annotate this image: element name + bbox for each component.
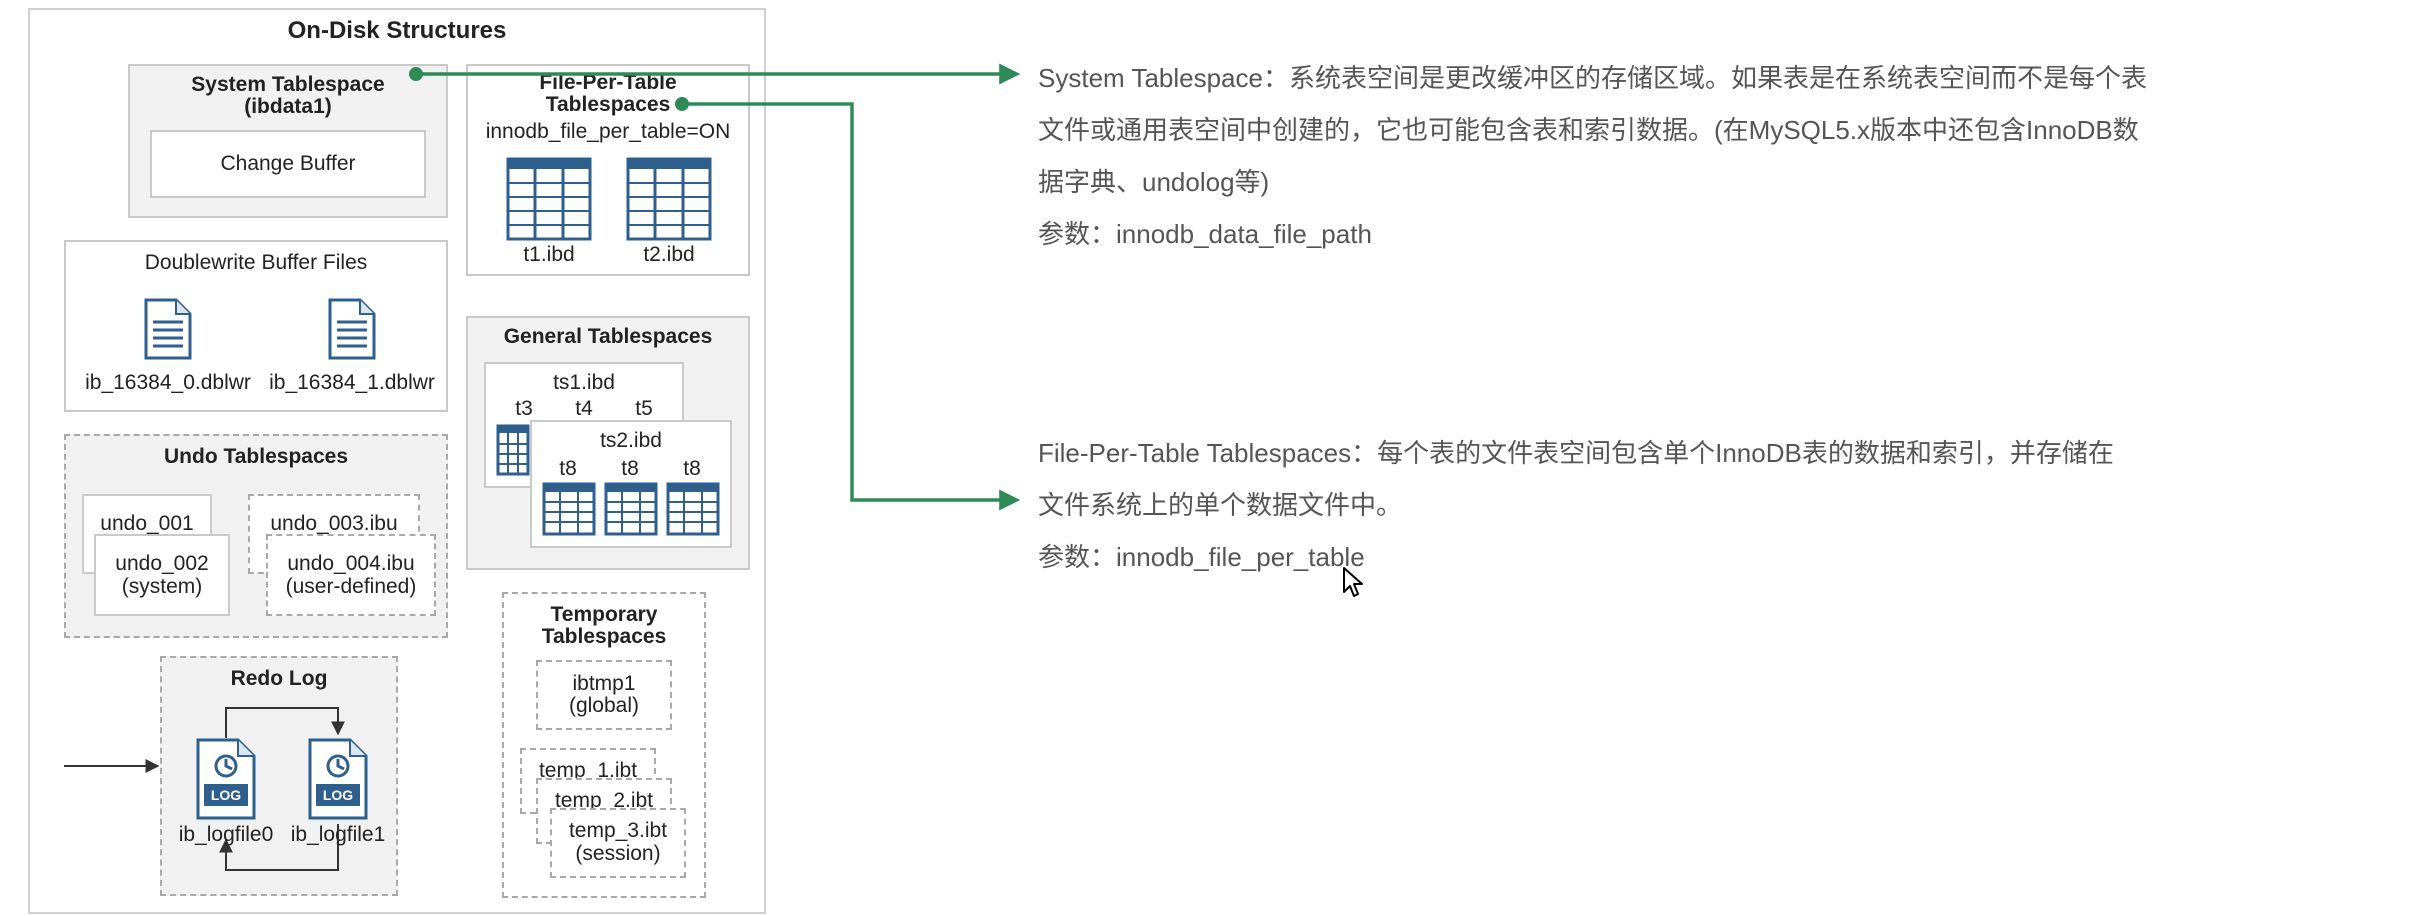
ibtmp1-box [536,660,672,730]
undo-002-label: undo_002 [115,552,209,575]
log-icon-1: LOG [308,738,368,820]
file-per-table-connector [682,102,1021,511]
file-per-table-connector-dot [675,97,689,111]
file-per-table-title-line2: Tablespaces [545,93,671,116]
ts2-table-t8-a: t8 [559,457,577,480]
undo-003-label: undo_003.ibu [270,512,398,535]
undo-004-box [266,534,436,616]
table-icon-t8-b [604,482,658,536]
ts1-table-t5: t5 [635,397,653,420]
ibtmp1-note: (global) [568,694,640,717]
file-per-table-title-line1: File-Per-Table [539,71,677,94]
table-icon-t3 [496,424,530,476]
table-icon-t8-c [666,482,720,536]
redo-logfile-0-label: ib_logfile0 [178,823,274,846]
temp-1-label: temp_1.ibt [538,759,638,782]
temp-3-box [550,808,686,878]
doublewrite-title: Doublewrite Buffer Files [144,251,368,274]
temporary-tablespaces-title-line2: Tablespaces [541,625,667,648]
system-tablespace-note-line3: 据字典、undolog等) [1038,167,1270,197]
file-per-table-param: innodb_file_per_table=ON [485,120,731,143]
ts2-label: ts2.ibd [600,429,662,452]
dblwr-file-1-label: ib_16384_1.dblwr [269,371,435,394]
table-icon-t1 [506,157,592,241]
temporary-tablespaces-title-line1: Temporary [550,603,658,626]
ts1-table-t3: t3 [515,397,533,420]
system-tablespace-title: System Tablespace [191,73,385,96]
system-tablespace-note-line1: System Tablespace：系统表空间是更改缓冲区的存储区域。如果表是在… [1038,63,2147,93]
document-icon-dblwr-0 [144,298,192,360]
table-icon-t8-a [542,482,596,536]
diagram-title: On-Disk Structures [287,17,507,44]
undo-004-label: undo_004.ibu [287,552,415,575]
mouse-cursor-icon [1343,567,1363,597]
dblwr-file-0-label: ib_16384_0.dblwr [85,371,251,394]
ts2-table-t8-c: t8 [683,457,701,480]
log-icon-1-text: LOG [323,787,353,803]
temp-3-note: (session) [575,842,661,865]
table-icon-t2 [626,157,712,241]
file-t2-label: t2.ibd [643,243,695,266]
file-per-table-note-line2: 文件系统上的单个数据文件中。 [1038,490,1403,520]
undo-tablespaces-title: Undo Tablespaces [164,445,348,468]
system-tablespace-note-line2: 文件或通用表空间中创建的，它也可能包含表和索引数据。(在MySQL5.x版本中还… [1038,115,2139,145]
redo-log-title: Redo Log [230,667,328,690]
undo-004-note: (user-defined) [285,575,417,598]
file-per-table-param: 参数：innodb_file_per_table [1038,542,1365,572]
redo-log-arrows [64,707,345,871]
ts2-table-t8-b: t8 [621,457,639,480]
redo-logfile-1-label: ib_logfile1 [290,823,386,846]
doublewrite-buffer-box [64,240,448,412]
ts1-label: ts1.ibd [553,371,615,394]
file-per-table-note-line1: File-Per-Table Tablespaces：每个表的文件表空间包含单个… [1038,438,2114,468]
log-icon-0-text: LOG [211,787,241,803]
temp-2-label: temp_2.ibt [554,789,654,812]
undo-002-box [94,534,230,616]
undo-001-label: undo_001 [100,512,194,535]
ibtmp1-label: ibtmp1 [572,672,636,695]
file-t1-label: t1.ibd [523,243,575,266]
general-tablespaces-title: General Tablespaces [503,325,713,348]
system-tablespace-param: 参数：innodb_data_file_path [1038,219,1372,249]
document-icon-dblwr-1 [328,298,376,360]
temp-3-label: temp_3.ibt [568,819,668,842]
system-tablespace-connector-dot [409,67,423,81]
undo-002-note: (system) [121,575,203,598]
change-buffer-label: Change Buffer [220,152,356,175]
ts1-table-t4: t4 [575,397,593,420]
log-icon-0: LOG [196,738,256,820]
change-buffer-box [150,130,426,198]
system-tablespace-subtitle: (ibdata1) [244,95,332,118]
